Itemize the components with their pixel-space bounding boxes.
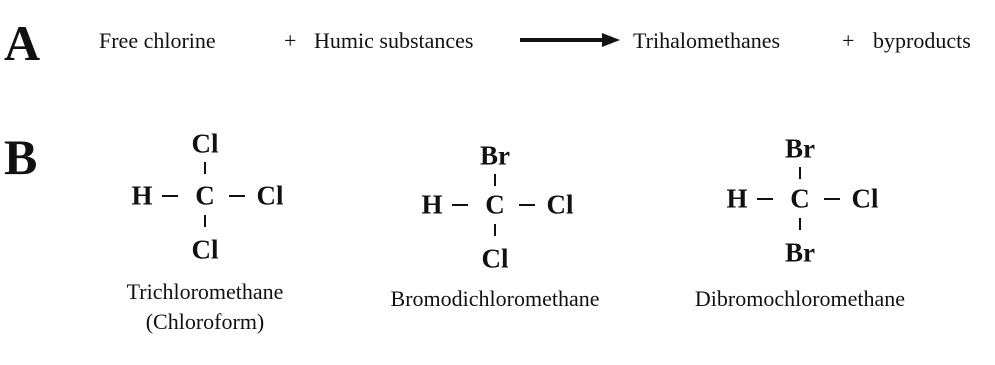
- reactant-humic-substances: Humic substances: [314, 28, 474, 53]
- structure-bromodichloromethane: Br H C Cl Cl Bromodichloromethane: [380, 142, 620, 357]
- product-byproducts: byproducts: [873, 28, 971, 53]
- plus-sign: +: [842, 28, 855, 53]
- atom-left: H: [421, 189, 443, 220]
- bond-right: [824, 198, 840, 200]
- molecule-name: Dibromochloromethane: [695, 284, 905, 314]
- atom-center: C: [485, 189, 505, 220]
- bond-bottom: [494, 224, 496, 236]
- reactant-free-chlorine: Free chlorine: [99, 28, 216, 53]
- atom-center: C: [790, 183, 810, 214]
- bond-top: [494, 174, 496, 186]
- molecule-name-line1: Bromodichloromethane: [390, 286, 600, 311]
- atom-left: H: [131, 180, 153, 211]
- bond-top: [799, 167, 801, 179]
- bond-bottom: [799, 218, 801, 230]
- structure-trichloromethane: Cl H C Cl Cl Trichloromethane (Chlorofor…: [82, 130, 322, 345]
- bond-left: [452, 204, 468, 206]
- atom-center: C: [195, 180, 215, 211]
- atom-bottom: Cl: [481, 243, 509, 274]
- molecule-name: Trichloromethane (Chloroform): [127, 277, 284, 336]
- atom-top: Cl: [191, 128, 219, 159]
- molecule-name-line1: Trichloromethane: [126, 279, 284, 304]
- molecule-name: Bromodichloromethane: [391, 284, 600, 314]
- bond-right: [229, 195, 245, 197]
- bond-left: [757, 198, 773, 200]
- atom-right: Cl: [546, 189, 574, 220]
- atom-top: Br: [480, 140, 510, 171]
- plus-sign: +: [284, 28, 297, 53]
- atom-right: Cl: [851, 183, 879, 214]
- structure-dibromochloromethane: Br H C Cl Br Dibromochloromethane: [680, 133, 920, 352]
- molecule-name-line1: Dibromochloromethane: [694, 286, 906, 311]
- atom-bottom: Br: [785, 237, 815, 268]
- atom-top: Br: [785, 133, 815, 164]
- product-trihalomethanes: Trihalomethanes: [633, 28, 781, 53]
- reaction-arrow-icon: [520, 33, 620, 47]
- panel-label-a: A: [4, 15, 41, 71]
- atom-left: H: [726, 183, 748, 214]
- panel-label-b: B: [4, 129, 38, 185]
- atom-bottom: Cl: [191, 234, 219, 265]
- bond-right: [519, 204, 535, 206]
- molecule-name-line2: (Chloroform): [145, 308, 265, 334]
- bond-top: [204, 162, 206, 174]
- bond-left: [162, 195, 178, 197]
- atom-right: Cl: [256, 180, 284, 211]
- bond-bottom: [204, 215, 206, 227]
